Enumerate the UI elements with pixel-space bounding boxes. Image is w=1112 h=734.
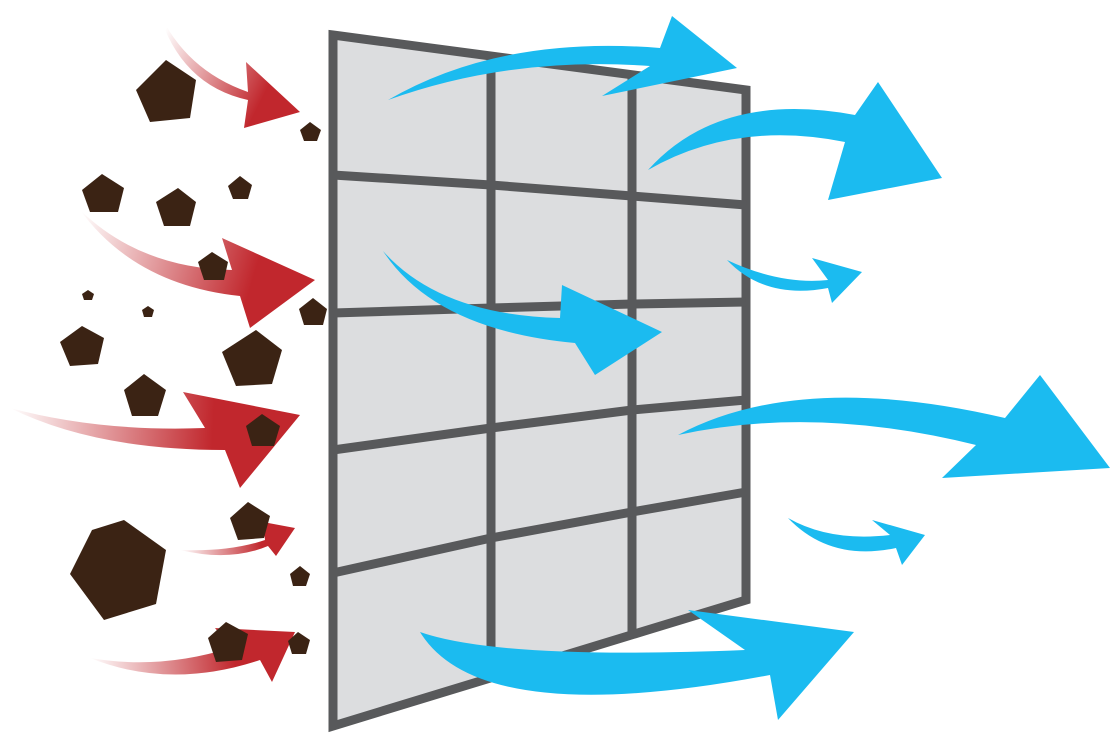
clean-air-arrow-icon <box>727 258 862 303</box>
dust-particle-icon <box>136 60 196 122</box>
dirty-air-arrow-icon <box>158 10 300 128</box>
dirty-air-arrow-icon <box>180 522 295 556</box>
dust-particle-icon <box>290 566 310 586</box>
clean-air-arrows <box>383 16 1110 720</box>
dust-particle-icon <box>82 174 124 212</box>
dust-particle-icon <box>70 520 166 620</box>
dirty-air-arrow-icon <box>90 628 295 682</box>
clean-air-arrow-icon <box>648 82 942 200</box>
dirty-air-arrow-icon <box>80 210 315 328</box>
dust-particle-icon <box>198 252 228 280</box>
dust-particle-icon <box>222 330 282 386</box>
dust-particle-icon <box>228 176 252 199</box>
dust-particle-icon <box>299 298 327 325</box>
dust-particle-icon <box>300 122 321 141</box>
dust-particle-icon <box>82 290 94 300</box>
clean-air-arrow-icon <box>678 375 1110 478</box>
clean-air-arrow-icon <box>420 610 854 720</box>
dust-particle-icon <box>60 326 104 366</box>
dust-particle-icon <box>142 306 154 317</box>
dust-particle-icon <box>156 188 196 226</box>
filter-frame <box>328 29 751 733</box>
dust-particle-icon <box>246 414 280 446</box>
dust-particle-icon <box>208 622 248 662</box>
dust-particle-icon <box>288 632 310 654</box>
filter-panel-icon <box>328 29 751 733</box>
dirty-air-arrow-icon <box>10 392 300 488</box>
dust-particle-icon <box>124 374 166 416</box>
dust-particles <box>60 60 327 662</box>
dust-particle-icon <box>230 502 270 540</box>
clean-air-arrow-icon <box>388 16 737 100</box>
clean-air-arrow-icon <box>788 518 925 565</box>
clean-air-arrow-icon <box>383 251 662 375</box>
